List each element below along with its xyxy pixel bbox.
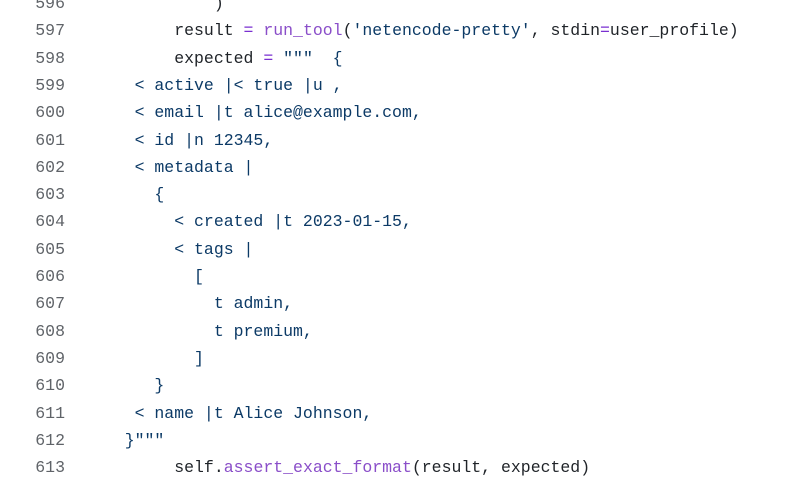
code-line[interactable]: 604 < created |t 2023-01-15, — [0, 208, 805, 235]
line-number: 607 — [35, 294, 65, 314]
line-number: 601 — [35, 130, 65, 150]
code-line[interactable]: 598 expected = """ { — [0, 45, 805, 72]
code-text: < active |< true |u , — [95, 72, 343, 99]
code-line[interactable]: 603 { — [0, 181, 805, 208]
line-number: 610 — [35, 376, 65, 396]
code-token: self. — [95, 458, 224, 478]
code-line[interactable]: 611 < name |t Alice Johnson, — [0, 400, 805, 427]
code-line[interactable]: 596 ) — [0, 0, 805, 17]
code-token: expected — [95, 48, 264, 68]
code-line[interactable]: 600 < email |t alice@example.com, — [0, 99, 805, 126]
code-line[interactable]: 609 ] — [0, 345, 805, 372]
code-text: } — [95, 372, 164, 399]
code-token: } — [95, 376, 165, 396]
code-token: run_tool — [263, 21, 343, 41]
line-number: 612 — [35, 430, 65, 450]
code-text: < name |t Alice Johnson, — [95, 400, 373, 427]
code-token: }""" — [95, 430, 165, 450]
code-text: result = run_tool('netencode-pretty', st… — [95, 17, 739, 44]
code-token: < created |t 2023-01-15, — [95, 212, 412, 232]
code-line[interactable]: 602 < metadata | — [0, 154, 805, 181]
code-token: t premium, — [95, 321, 313, 341]
code-line[interactable]: 612 }""" — [0, 427, 805, 454]
code-token — [253, 21, 263, 40]
code-token: assert_exact_format — [223, 458, 412, 478]
code-line[interactable]: 599 < active |< true |u , — [0, 72, 805, 99]
code-text: { — [95, 181, 164, 208]
code-text: < tags | — [95, 236, 253, 263]
code-token: = — [263, 48, 274, 68]
code-line[interactable]: 607 t admin, — [0, 290, 805, 317]
code-text: [ — [95, 263, 204, 290]
line-number: 599 — [35, 75, 65, 95]
code-line[interactable]: 608 t premium, — [0, 318, 805, 345]
code-token: """ { — [283, 48, 343, 68]
code-token: < name |t Alice Johnson, — [95, 403, 373, 423]
code-text: < id |n 12345, — [95, 127, 274, 154]
code-text: }""" — [95, 427, 165, 454]
code-token: = — [243, 21, 254, 41]
code-line[interactable]: 601 < id |n 12345, — [0, 127, 805, 154]
code-token: , stdin — [530, 21, 601, 41]
line-number: 598 — [35, 48, 65, 68]
code-token: ( — [342, 21, 353, 41]
code-token: < tags | — [95, 239, 254, 259]
line-number: 602 — [35, 157, 65, 177]
code-text: self.assert_exact_format(result, expecte… — [95, 454, 590, 481]
line-number: 609 — [35, 348, 65, 368]
code-token: < metadata | — [95, 157, 254, 177]
line-number: 605 — [35, 239, 65, 259]
line-number: 608 — [35, 321, 65, 341]
line-number: 604 — [35, 212, 65, 232]
line-number: 606 — [35, 267, 65, 286]
code-text: ) — [95, 0, 224, 17]
code-text: t admin, — [95, 290, 293, 317]
code-token: (result, expected) — [411, 458, 591, 478]
code-text: < metadata | — [95, 154, 254, 181]
code-token: ] — [95, 348, 204, 368]
code-line[interactable]: 610 } — [0, 372, 805, 399]
line-number: 603 — [35, 185, 65, 205]
line-number: 597 — [35, 21, 65, 41]
code-token: < email |t alice@example.com, — [95, 103, 422, 123]
code-token: = — [600, 21, 610, 41]
code-line[interactable]: 597 result = run_tool('netencode-pretty'… — [0, 17, 805, 44]
code-line[interactable]: 605 < tags | — [0, 236, 805, 263]
code-text: ] — [95, 345, 204, 372]
code-token: result — [95, 21, 244, 41]
line-number: 596 — [35, 0, 65, 13]
code-token: < id |n 12345, — [95, 130, 274, 150]
code-token: ) — [95, 0, 224, 13]
line-number: 600 — [35, 103, 65, 123]
line-number: 613 — [35, 458, 65, 478]
code-line[interactable]: 606 [ — [0, 263, 805, 290]
code-token: { — [95, 185, 165, 205]
code-text: < email |t alice@example.com, — [95, 99, 422, 126]
code-token: user_profile) — [609, 21, 739, 41]
code-line[interactable]: 613 self.assert_exact_format(result, exp… — [0, 454, 805, 481]
code-token: t admin, — [95, 294, 294, 314]
code-text: < created |t 2023-01-15, — [95, 208, 412, 235]
line-number: 611 — [35, 403, 65, 423]
code-text: expected = """ { — [95, 45, 343, 72]
code-text: t premium, — [95, 318, 313, 345]
code-token: < active |< true |u , — [95, 75, 343, 95]
code-token: 'netencode-pretty' — [352, 21, 531, 41]
code-token — [273, 49, 283, 68]
code-token: [ — [95, 267, 204, 286]
